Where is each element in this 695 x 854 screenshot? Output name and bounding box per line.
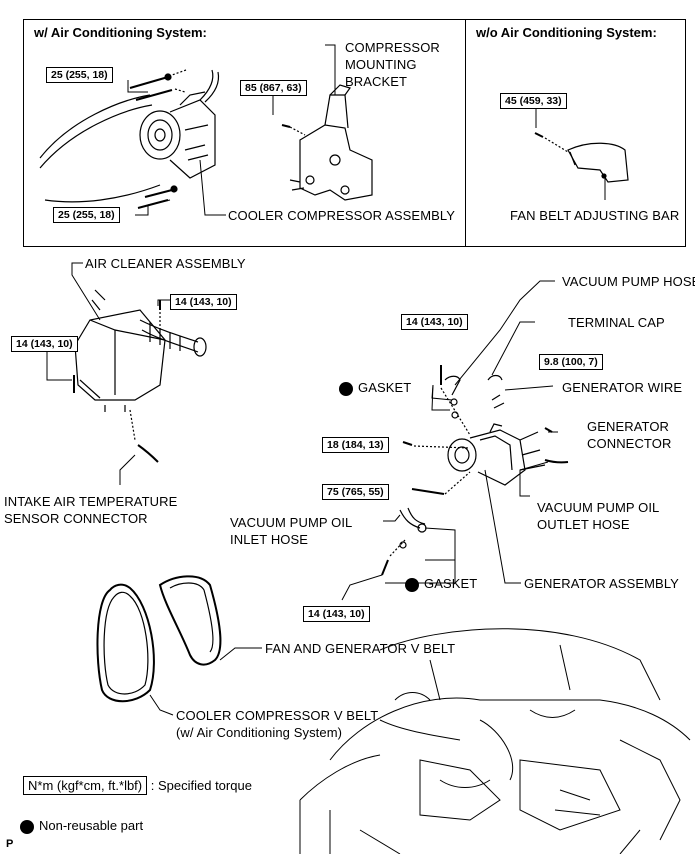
engine-bay-drawing <box>299 628 691 854</box>
leader-lines <box>46 44 606 716</box>
compressor-bracket-drawing <box>281 84 373 201</box>
torque-spec-air-cleaner-left: 14 (143, 10) <box>11 336 78 352</box>
torque-spec-vacuum-hose: 14 (143, 10) <box>401 314 468 330</box>
label-cooler-compressor-assembly: COOLER COMPRESSOR ASSEMBLY <box>228 208 456 223</box>
label-vac-outlet-2: OUTLET HOSE <box>537 517 630 532</box>
torque-spec-compressor-lower: 25 (255, 18) <box>53 207 120 223</box>
label-intake-air-temp-2: SENSOR CONNECTOR <box>4 511 148 526</box>
gasket-lower-text: GASKET <box>424 576 478 591</box>
legend-torque-text: : Specified torque <box>150 778 252 793</box>
label-terminal-cap: TERMINAL CAP <box>568 315 665 330</box>
torque-spec-generator-wire: 9.8 (100, 7) <box>539 354 603 370</box>
torque-spec-compressor-upper: 25 (255, 18) <box>46 67 113 83</box>
legend-torque: N*m (kgf*cm, ft.*lbf) : Specified torque <box>23 776 252 795</box>
belts-drawing <box>96 575 222 703</box>
gasket-upper-text: GASKET <box>358 380 412 395</box>
torque-spec-generator-bolt-upper: 18 (184, 13) <box>322 437 389 453</box>
label-cooler-compressor-belt-1: COOLER COMPRESSOR V BELT <box>176 708 379 723</box>
label-fan-generator-belt: FAN AND GENERATOR V BELT <box>265 641 456 656</box>
label-gasket-lower: GASKET <box>405 576 477 592</box>
torque-spec-air-cleaner-right: 14 (143, 10) <box>170 294 237 310</box>
fan-belt-adjusting-bar-drawing <box>534 132 629 183</box>
label-vac-inlet-1: VACUUM PUMP OIL <box>230 515 353 530</box>
label-intake-air-temp-1: INTAKE AIR TEMPERATURE <box>4 494 178 509</box>
torque-spec-bracket: 85 (867, 63) <box>240 80 307 96</box>
label-vacuum-pump-hose: VACUUM PUMP HOSE <box>562 274 695 289</box>
with-ac-title: w/ Air Conditioning System: <box>34 25 207 40</box>
generator-drawing <box>381 365 569 576</box>
legend-nonreusable: Non-reusable part <box>20 818 143 834</box>
without-ac-panel <box>465 19 686 247</box>
non-reusable-bullet-icon <box>20 819 34 834</box>
label-generator-wire: GENERATOR WIRE <box>562 380 683 395</box>
label-generator-connector-1: GENERATOR <box>587 419 670 434</box>
label-cooler-compressor-belt-2: (w/ Air Conditioning System) <box>176 725 343 740</box>
without-ac-title: w/o Air Conditioning System: <box>476 25 657 40</box>
air-cleaner-drawing <box>73 289 207 463</box>
label-compressor-bracket-1: COMPRESSOR <box>345 40 440 55</box>
legend-nonreusable-text: Non-reusable part <box>39 818 144 833</box>
cooler-compressor-drawing <box>39 69 220 203</box>
compressor-bolts-drawing <box>129 69 187 209</box>
label-fan-belt-adjusting-bar: FAN BELT ADJUSTING BAR <box>510 208 680 223</box>
torque-spec-adjusting-bar: 45 (459, 33) <box>500 93 567 109</box>
footer-code: P <box>6 838 14 850</box>
torque-spec-oil-inlet: 14 (143, 10) <box>303 606 370 622</box>
label-vac-inlet-2: INLET HOSE <box>230 532 309 547</box>
label-air-cleaner-assembly: AIR CLEANER ASSEMBLY <box>85 256 246 271</box>
label-generator-connector-2: CONNECTOR <box>587 436 672 451</box>
label-compressor-bracket-3: BRACKET <box>345 74 408 89</box>
label-generator-assembly: GENERATOR ASSEMBLY <box>524 576 679 591</box>
torque-spec-generator-bolt-lower: 75 (765, 55) <box>322 484 389 500</box>
legend-torque-box: N*m (kgf*cm, ft.*lbf) <box>23 776 148 795</box>
label-compressor-bracket-2: MOUNTING <box>345 57 417 72</box>
label-vac-outlet-1: VACUUM PUMP OIL <box>537 500 660 515</box>
non-reusable-marker <box>405 577 419 592</box>
non-reusable-marker <box>339 381 353 396</box>
label-gasket-upper: GASKET <box>339 380 411 396</box>
